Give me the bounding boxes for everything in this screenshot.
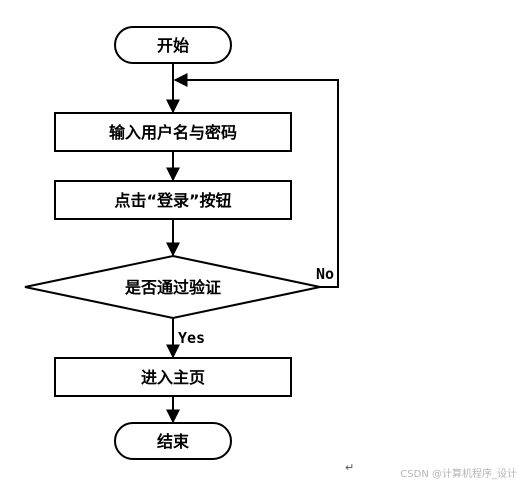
watermark: CSDN @计算机程序_设计 xyxy=(400,467,517,480)
start-node: 开始 xyxy=(114,26,232,64)
edge-yes-label: Yes xyxy=(178,329,205,347)
verify-decision-label: 是否通过验证 xyxy=(124,278,221,297)
enter-home-node: 进入主页 xyxy=(54,357,292,397)
verify-decision-node: 是否通过验证 xyxy=(24,254,321,320)
input-credentials-label: 输入用户名与密码 xyxy=(109,123,237,142)
edge-no-loop xyxy=(173,73,339,288)
click-login-node: 点击“登录”按钮 xyxy=(54,180,292,220)
end-node: 结束 xyxy=(114,422,232,460)
edge-no-label: No xyxy=(316,265,334,283)
end-label: 结束 xyxy=(156,432,190,451)
start-label: 开始 xyxy=(157,36,189,55)
input-credentials-node: 输入用户名与密码 xyxy=(54,112,292,152)
enter-home-label: 进入主页 xyxy=(141,368,205,387)
click-login-label: 点击“登录”按钮 xyxy=(114,191,231,210)
paragraph-mark: ↵ xyxy=(345,461,354,474)
